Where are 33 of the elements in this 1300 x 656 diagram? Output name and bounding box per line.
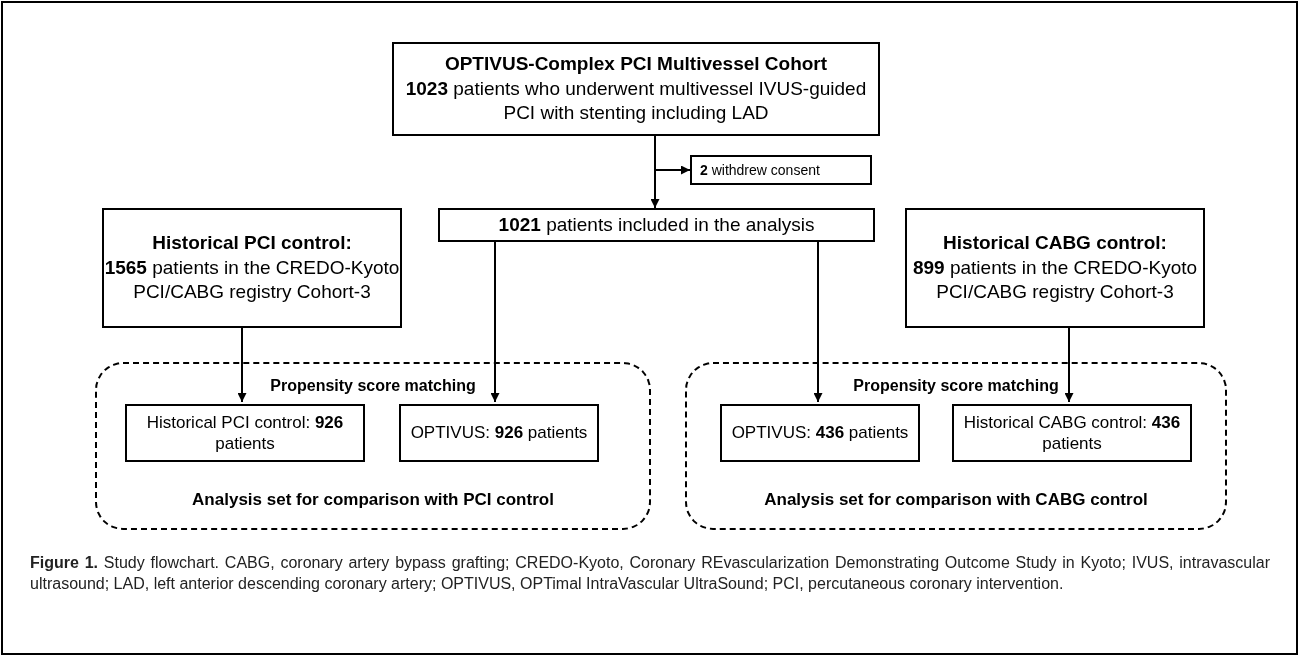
box-text: 899 patients in the CREDO-Kyoto PCI/CABG registry Cohort-3 bbox=[911, 255, 1199, 305]
process-box bbox=[952, 404, 1192, 462]
group-heading: Propensity score matching bbox=[852, 376, 1060, 396]
box-text: 1023 patients who underwent multivessel IVUS-guided PCI with stenting including LAD bbox=[404, 76, 868, 126]
process-box bbox=[905, 208, 1205, 328]
arrow bbox=[813, 241, 823, 403]
arrow bbox=[490, 241, 500, 403]
box-text: Historical PCI control: 926 patients bbox=[145, 411, 345, 455]
arrow bbox=[654, 135, 691, 175]
process-box bbox=[720, 404, 920, 462]
process-box bbox=[125, 404, 365, 462]
group-footer: Analysis set for comparison with CABG control bbox=[687, 488, 1225, 510]
group-footer: Analysis set for comparison with PCI control bbox=[97, 488, 649, 510]
box-text: 1565 patients in the CREDO-Kyoto PCI/CABG registry Cohort-3 bbox=[104, 255, 400, 305]
box-text: 1021 patients included in the analysis bbox=[498, 213, 815, 237]
process-box bbox=[438, 208, 875, 242]
arrow bbox=[1064, 327, 1074, 403]
box-text: OPTIVUS: 436 patients bbox=[731, 422, 909, 444]
box-heading: Historical PCI control: bbox=[152, 230, 352, 255]
dashed-group-box bbox=[685, 362, 1227, 530]
box-text: 2 withdrew consent bbox=[700, 160, 820, 180]
box-heading: OPTIVUS-Complex PCI Multivessel Cohort bbox=[444, 51, 828, 76]
box-text: OPTIVUS: 926 patients bbox=[410, 422, 588, 444]
box-text: Historical CABG control: 436 patients bbox=[962, 411, 1182, 455]
group-heading: Propensity score matching bbox=[269, 376, 477, 396]
process-box bbox=[399, 404, 599, 462]
figure-caption: Figure 1. Study flowchart. CABG, coronary artery bypass grafting; CREDO-Kyoto, Coronary REvascularization Demonstrating Outcome Study in Kyoto; IVUS, intravascular ultrasound; LAD, left anterior descending coronary artery; OPTIVUS, OPTimal IntraVascular UltraSound; PCI, percutaneous coronary intervention. bbox=[30, 553, 1270, 594]
exclusion-box bbox=[690, 155, 872, 185]
process-box bbox=[102, 208, 402, 328]
dashed-group-box bbox=[95, 362, 651, 530]
arrow bbox=[237, 327, 247, 403]
box-heading: Historical CABG control: bbox=[943, 230, 1167, 255]
process-box bbox=[392, 42, 880, 136]
